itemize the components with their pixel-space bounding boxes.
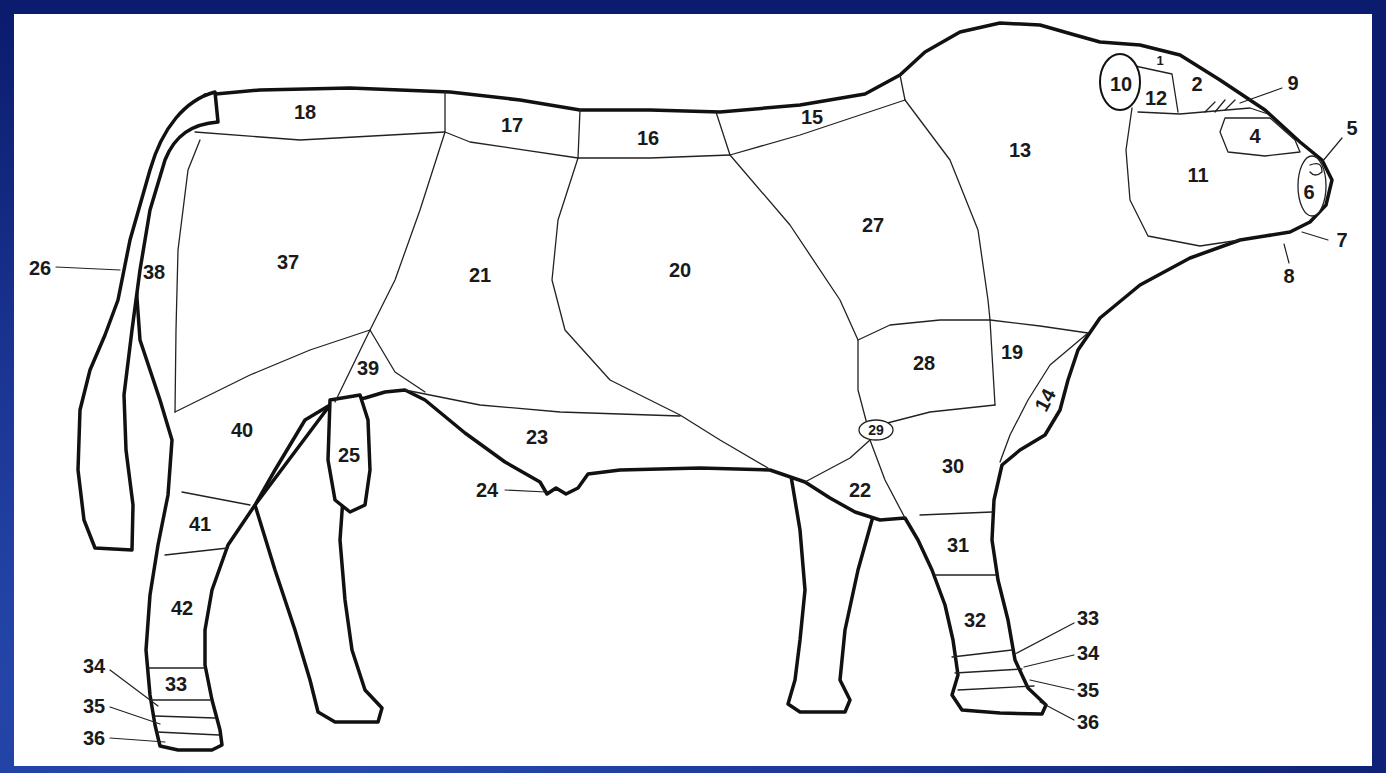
region-line	[1000, 333, 1088, 462]
region-line	[175, 330, 370, 412]
callout-number: 34	[1077, 643, 1099, 663]
callout-number: 37	[277, 252, 299, 272]
region-line	[920, 512, 996, 575]
region-line	[552, 158, 768, 468]
callout-number: 1	[1156, 54, 1163, 67]
leader-line	[1302, 232, 1328, 240]
region-line	[195, 100, 905, 158]
leader-line	[110, 670, 158, 706]
callout-number: 12	[1145, 88, 1167, 108]
callout-number: 11	[1187, 165, 1208, 185]
leader-lines	[56, 88, 1342, 742]
scrotum	[328, 395, 370, 512]
region-line	[405, 390, 680, 416]
region-line	[805, 440, 870, 482]
callout-number: 41	[189, 514, 211, 534]
region-line	[335, 330, 425, 402]
callout-number: 15	[801, 107, 823, 127]
callout-number: 8	[1283, 266, 1294, 286]
tail	[78, 92, 218, 550]
region-line	[165, 492, 250, 555]
region-line	[870, 440, 905, 518]
leader-line	[1040, 702, 1074, 720]
callout-number: 42	[171, 598, 193, 618]
leader-line	[110, 738, 165, 742]
callout-number: 23	[526, 427, 548, 447]
region-line	[445, 75, 905, 158]
callout-number: 39	[357, 358, 379, 378]
leader-line	[56, 267, 120, 270]
region-line	[905, 100, 990, 320]
callout-number: 16	[637, 128, 659, 148]
region-line	[1126, 108, 1240, 246]
callout-number: 28	[913, 353, 935, 373]
leader-line	[110, 707, 160, 724]
callout-number: 36	[1077, 712, 1099, 732]
callout-number: 4	[1249, 126, 1260, 146]
leader-line	[1284, 244, 1289, 263]
callout-number: 18	[294, 102, 316, 122]
callout-number: 29	[868, 423, 884, 437]
region-line	[175, 140, 200, 412]
region-line	[952, 650, 1034, 690]
callout-number: 19	[1001, 342, 1023, 362]
callout-number: 20	[669, 260, 691, 280]
leader-line	[505, 490, 546, 492]
region-line	[149, 668, 219, 735]
callout-number: 25	[338, 445, 360, 465]
callout-number: 7	[1336, 230, 1347, 250]
callout-number: 34	[83, 656, 105, 676]
callout-number: 36	[83, 728, 105, 748]
callout-number: 35	[83, 696, 105, 716]
callout-number: 35	[1077, 680, 1099, 700]
callout-number: 10	[1110, 74, 1132, 94]
ear	[1100, 54, 1140, 110]
leader-line	[1030, 680, 1074, 690]
region-line	[1138, 108, 1268, 114]
callout-number: 21	[469, 265, 491, 285]
callout-number: 30	[942, 456, 964, 476]
callout-number: 13	[1009, 140, 1031, 160]
callout-number: 31	[947, 535, 969, 555]
region-line	[1135, 66, 1178, 112]
callout-number: 26	[29, 258, 51, 278]
callout-number: 22	[849, 480, 871, 500]
white-panel	[14, 14, 1372, 766]
region-line	[858, 320, 995, 405]
region-line	[370, 132, 445, 330]
region-line	[990, 320, 1088, 333]
leader-line	[1240, 88, 1282, 103]
leader-line	[1322, 138, 1342, 162]
callout-number: 27	[862, 215, 884, 235]
callout-number: 33	[1077, 608, 1099, 628]
callout-number: 38	[143, 262, 165, 282]
body-outline	[135, 23, 1332, 750]
callout-number: 2	[1191, 74, 1202, 94]
region-line	[1205, 100, 1235, 112]
callout-number: 5	[1346, 118, 1357, 138]
callout-number: 17	[501, 115, 523, 135]
callout-number: 6	[1303, 182, 1314, 202]
region-line	[1220, 118, 1300, 156]
callout-number: 24	[476, 480, 498, 500]
nostril	[1310, 164, 1322, 175]
callout-number: 40	[231, 420, 253, 440]
region-line	[730, 155, 868, 428]
callout-number: 33	[165, 674, 187, 694]
callout-number: 9	[1287, 73, 1298, 93]
muzzle	[1298, 156, 1326, 216]
leader-line	[1024, 655, 1074, 667]
region-lines	[149, 54, 1326, 735]
callout-number: 32	[964, 610, 986, 630]
leader-line	[1015, 623, 1074, 654]
region-29	[859, 420, 893, 440]
